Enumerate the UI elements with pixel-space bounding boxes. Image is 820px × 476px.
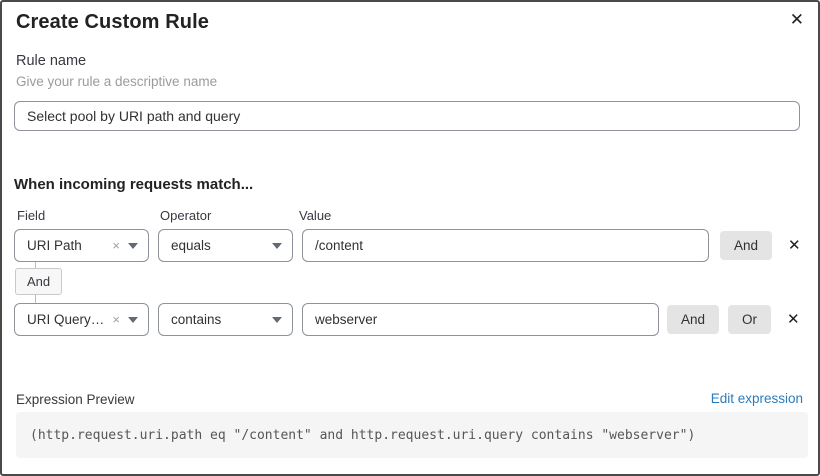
field-column-label: Field — [17, 208, 46, 223]
dialog-title: Create Custom Rule — [16, 11, 209, 33]
rule-name-label: Rule name — [16, 53, 87, 69]
rule-name-input[interactable] — [14, 101, 800, 131]
field-select-value: URI Path — [27, 238, 82, 253]
field-select-value: URI Query St... — [27, 312, 107, 327]
and-connector-badge: And — [15, 268, 63, 295]
clear-selection-icon[interactable]: × — [112, 238, 120, 253]
value-input[interactable] — [302, 229, 709, 262]
add-and-condition-button[interactable]: And — [720, 231, 773, 260]
value-input[interactable] — [302, 303, 659, 336]
delete-row-icon[interactable]: ✕ — [787, 311, 800, 328]
chevron-down-icon[interactable] — [272, 316, 282, 323]
field-select[interactable]: URI Path × — [14, 229, 149, 262]
expression-preview-label: Expression Preview — [16, 392, 135, 407]
expression-preview-box: (http.request.uri.path eq "/content" and… — [16, 412, 808, 458]
add-and-condition-button[interactable]: And — [667, 305, 720, 334]
edit-expression-link[interactable]: Edit expression — [710, 391, 803, 406]
condition-row: URI Path × equals And ✕ — [14, 229, 801, 262]
rule-name-helper-text: Give your rule a descriptive name — [16, 74, 218, 89]
clear-selection-icon[interactable]: × — [112, 312, 120, 327]
connector-line — [35, 262, 36, 270]
operator-select[interactable]: contains — [158, 303, 293, 336]
chevron-down-icon[interactable] — [128, 316, 138, 323]
field-select[interactable]: URI Query St... × — [14, 303, 149, 336]
operator-select[interactable]: equals — [158, 229, 293, 262]
condition-row: URI Query St... × contains And Or ✕ — [14, 303, 800, 336]
operator-select-value: equals — [171, 238, 211, 253]
match-section-heading: When incoming requests match... — [14, 176, 254, 193]
chevron-down-icon[interactable] — [128, 242, 138, 249]
operator-column-label: Operator — [160, 208, 212, 223]
close-icon[interactable]: ✕ — [789, 10, 804, 29]
value-column-label: Value — [299, 208, 332, 223]
operator-select-value: contains — [171, 312, 222, 327]
expression-code: (http.request.uri.path eq "/content" and… — [30, 427, 696, 443]
connector-line — [35, 294, 36, 304]
add-or-condition-button[interactable]: Or — [728, 305, 772, 334]
chevron-down-icon[interactable] — [272, 242, 282, 249]
delete-row-icon[interactable]: ✕ — [788, 237, 801, 254]
